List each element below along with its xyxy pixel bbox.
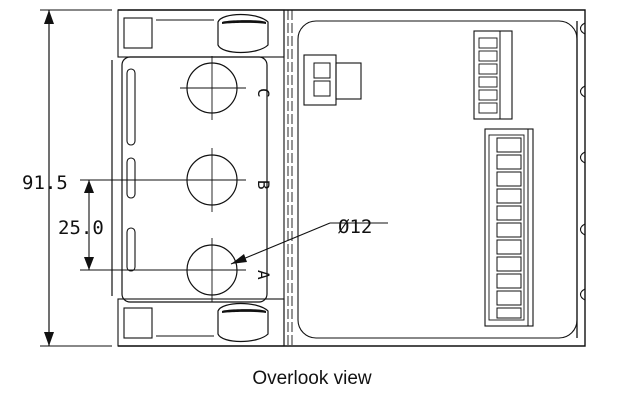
bottom-clamp-cam-shade (222, 309, 266, 313)
terminal-cell-5 (496, 205, 522, 221)
overall-height-value: 91.5 (22, 172, 68, 194)
terminal-cell-7 (496, 239, 522, 255)
hole-label-a: A (254, 270, 273, 280)
pitch-arrow-bottom (84, 257, 94, 270)
terminal-cell-4 (496, 188, 522, 204)
terminal-strip-outline (484, 128, 534, 327)
arrowhead-top (44, 10, 54, 24)
diagram-caption: Overlook view (252, 368, 372, 389)
right-panel (297, 20, 578, 339)
upper-header (473, 30, 513, 120)
bottom-clamp-left-box (123, 307, 153, 339)
upper-header-pin-4 (478, 76, 498, 88)
hole-pitch-value: 25.0 (58, 217, 104, 239)
terminal-cell-6 (496, 222, 522, 238)
terminal-cell-9 (496, 273, 522, 289)
hole-c: C (180, 56, 273, 120)
diameter-leader-arrow (231, 254, 247, 264)
top-clamp-frame (117, 9, 285, 58)
overall-height-dimension: 91.5 (22, 9, 112, 347)
hole-diameter-value: Ø12 (338, 216, 372, 238)
small-connector-pin-1 (313, 62, 331, 79)
holes: C B A (180, 56, 273, 302)
terminal-strip (484, 128, 534, 327)
slot-middle (126, 157, 136, 199)
small-connector-side (335, 62, 362, 100)
upper-header-outline (473, 30, 513, 120)
bottom-clamp-cam (217, 302, 269, 343)
side-notches (579, 22, 586, 301)
slot-upper (126, 68, 136, 146)
upper-header-pin-3 (478, 63, 498, 75)
upper-header-pin-2 (478, 50, 498, 62)
terminal-cell-11 (496, 307, 522, 319)
top-clamp-cam (217, 13, 269, 54)
terminal-cell-8 (496, 256, 522, 272)
hole-pitch-dimension: 25.0 (58, 179, 246, 271)
terminal-cell-10 (496, 290, 522, 306)
bottom-clamp-frame (117, 298, 285, 347)
terminal-block-body (111, 9, 586, 347)
terminal-cell-3 (496, 171, 522, 187)
slot-lower (126, 227, 136, 272)
upper-header-pin-5 (478, 89, 498, 101)
terminal-cell-1 (496, 137, 522, 153)
small-connector (303, 54, 362, 106)
upper-header-pin-1 (478, 37, 498, 49)
pitch-arrow-top (84, 180, 94, 193)
hole-label-c: C (254, 88, 273, 98)
top-clamp-cam-shade (222, 20, 266, 24)
upper-header-pin-6 (478, 102, 498, 114)
diameter-leader-line (230, 222, 331, 265)
housing-outline (118, 9, 586, 347)
diameter-leader: Ø12 (230, 216, 388, 265)
terminal-strip-inner (488, 134, 525, 321)
hole-label-b: B (254, 180, 273, 190)
top-clamp-left-box (123, 17, 153, 49)
small-connector-pin-2 (313, 80, 331, 97)
hole-a: A (186, 238, 273, 302)
right-housing (297, 20, 586, 339)
hole-b: B (186, 148, 273, 212)
arrowhead-bottom (44, 332, 54, 346)
terminal-cell-2 (496, 154, 522, 170)
